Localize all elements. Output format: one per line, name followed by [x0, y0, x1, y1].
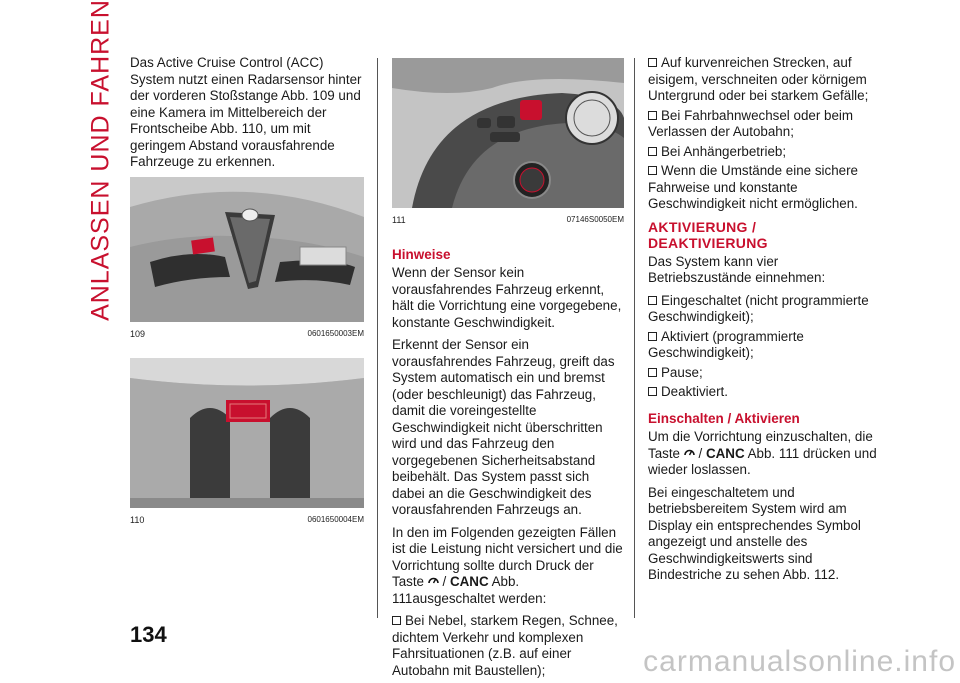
list-item: Deaktiviert.	[648, 384, 878, 401]
paragraph: Wenn der Sensor kein vorausfahrendes Fah…	[392, 265, 622, 330]
checkbox-bullet-icon	[648, 331, 657, 341]
checkbox-bullet-icon	[392, 616, 401, 625]
intro-paragraph: Das Active Cruise Control (ACC) System n…	[130, 55, 362, 169]
paragraph: Bei eingeschaltetem und betriebsbereitem…	[648, 484, 861, 583]
figure-code: 07146S0050EM	[566, 215, 624, 224]
list-item: Bei Anhängerbetrieb;	[648, 144, 878, 161]
figure-code: 0601650003EM	[307, 328, 365, 338]
column-divider	[377, 58, 378, 618]
paragraph: Erkennt der Sensor ein vorausfahrendes F…	[392, 337, 615, 517]
conditions-list: Bei Nebel, starkem Regen, Schnee, dichte…	[392, 613, 624, 679]
cruise-speedometer-icon	[683, 446, 699, 461]
list-item-text: Bei Nebel, starkem Regen, Schnee, dichte…	[392, 613, 618, 678]
paragraph-text: Abb. 111 drücken und wieder loslassen.	[648, 445, 877, 478]
watermark: carmanualsonline.info	[643, 645, 956, 678]
figure-109-front-bumper	[130, 176, 364, 322]
windshield-camera-illustration	[130, 358, 364, 508]
checkbox-bullet-icon	[648, 146, 657, 156]
paragraph-text: Um die Vorrichtung einzuschalten, die Ta…	[648, 429, 873, 461]
paragraph: Um die Vorrichtung einzuschalten, die Ta…	[648, 429, 877, 478]
figure-number: 110	[130, 515, 145, 525]
chapter-title-text: ANLASSEN UND FAHREN	[86, 0, 115, 321]
paragraph: Das System kann vier Betriebszustände ei…	[648, 253, 826, 286]
list-item-text: Wenn die Umstände eine sichere Fahrweise…	[648, 163, 859, 211]
paragraph: In den im Folgenden gezeigten Fällen ist…	[392, 524, 623, 606]
figure-111-steering-wheel	[392, 58, 624, 208]
states-list: Eingeschaltet (nicht programmierte Gesch…	[648, 293, 878, 401]
column-divider	[634, 58, 635, 618]
list-item-text: Pause;	[661, 364, 703, 380]
front-bumper-illustration	[130, 176, 364, 322]
list-item: Eingeschaltet (nicht programmierte Gesch…	[648, 293, 878, 326]
checkbox-bullet-icon	[648, 166, 657, 175]
figure-109-caption: 109 0601650003EM	[130, 326, 364, 343]
section-heading-einschalten: Einschalten / Aktivieren	[648, 410, 800, 426]
chapter-side-title: ANLASSEN UND FAHREN	[84, 0, 118, 321]
checkbox-bullet-icon	[648, 367, 657, 377]
figure-111-caption: 111 07146S0050EM	[392, 212, 624, 229]
list-item: Wenn die Umstände eine sichere Fahrweise…	[648, 163, 878, 213]
column-3: Auf kurvenreichen Strecken, auf eisigem,…	[648, 55, 878, 590]
page-number: 134	[130, 622, 167, 647]
column-1: Das Active Cruise Control (ACC) System n…	[130, 55, 364, 529]
list-item-text: Bei Anhängerbetrieb;	[661, 143, 787, 159]
list-item-text: Aktiviert (programmierte Geschwindigkeit…	[648, 328, 804, 361]
checkbox-bullet-icon	[648, 387, 657, 396]
canc-key-label: CANC	[705, 445, 745, 461]
checkbox-bullet-icon	[648, 58, 657, 67]
list-item: Aktiviert (programmierte Geschwindigkeit…	[648, 329, 878, 362]
cruise-speedometer-icon	[427, 574, 443, 589]
checkbox-bullet-icon	[648, 295, 657, 305]
paragraph-text: Abb. 111ausgeschaltet werden:	[392, 574, 547, 606]
conditions-list-continued: Auf kurvenreichen Strecken, auf eisigem,…	[648, 55, 878, 213]
section-heading-hinweise: Hinweise	[392, 246, 451, 262]
canc-key-label: CANC	[449, 574, 489, 589]
column-2: 111 07146S0050EM Hinweise Wenn der Senso…	[392, 58, 624, 682]
list-item: Auf kurvenreichen Strecken, auf eisigem,…	[648, 55, 878, 105]
list-item-text: Auf kurvenreichen Strecken, auf eisigem,…	[648, 55, 869, 103]
figure-110-windshield-camera	[130, 358, 364, 508]
figure-number: 111	[392, 215, 406, 225]
list-item-text: Eingeschaltet (nicht programmierte Gesch…	[648, 292, 869, 325]
list-item: Pause;	[648, 365, 878, 382]
list-item: Bei Fahrbahnwechsel oder beim Verlassen …	[648, 108, 878, 141]
figure-code: 0601650004EM	[307, 515, 365, 524]
paragraph-text: In den im Folgenden gezeigten Fällen ist…	[392, 524, 623, 590]
figure-110-caption: 110 0601650004EM	[130, 512, 364, 529]
list-item-text: Bei Fahrbahnwechsel oder beim Verlassen …	[648, 107, 854, 140]
steering-wheel-illustration	[392, 58, 624, 208]
checkbox-bullet-icon	[648, 110, 657, 120]
list-item: Bei Nebel, starkem Regen, Schnee, dichte…	[392, 613, 624, 679]
figure-number: 109	[130, 328, 146, 339]
list-item-text: Deaktiviert.	[661, 384, 728, 399]
section-heading-aktivierung: AKTIVIERUNG / DEAKTIVIERUNG	[648, 218, 768, 252]
